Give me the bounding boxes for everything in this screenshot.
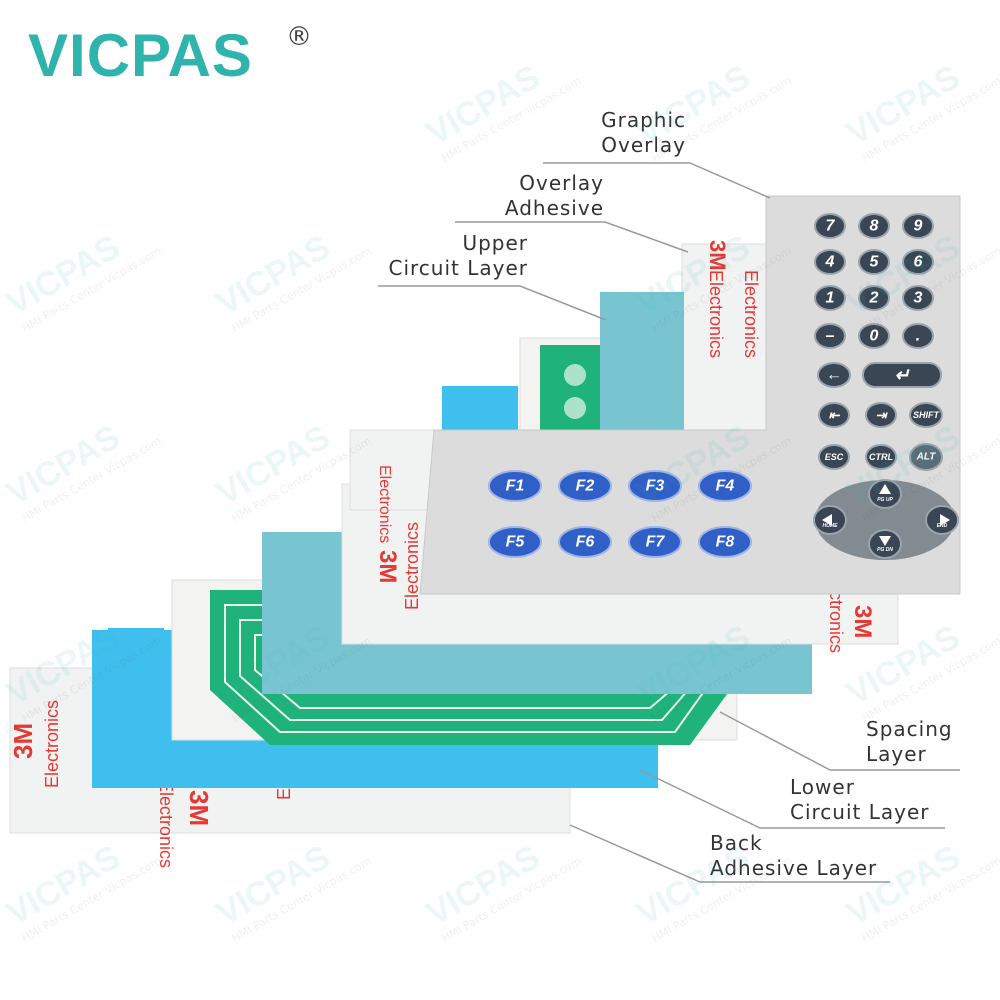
numeric-key bbox=[858, 323, 890, 349]
shift-key bbox=[909, 402, 943, 428]
numeric-key bbox=[858, 249, 890, 275]
numeric-key bbox=[814, 285, 846, 311]
function-key bbox=[488, 470, 542, 502]
back-tab-label: ⇤ bbox=[829, 408, 841, 423]
adhesive-text: Electronics bbox=[741, 270, 761, 358]
numeric-key bbox=[902, 323, 934, 349]
adhesive-text: Electronics bbox=[376, 465, 393, 543]
adhesive-text: Electronics bbox=[42, 700, 62, 788]
adhesive-text: Electronics bbox=[402, 522, 422, 610]
adhesive-text: Electronics bbox=[706, 270, 726, 358]
function-key bbox=[488, 526, 542, 558]
ctrl-label: CTRL bbox=[869, 452, 893, 462]
function-key-label: F5 bbox=[506, 534, 526, 551]
arrow-left-icon bbox=[822, 514, 832, 526]
ctrl-key bbox=[865, 444, 897, 470]
tab-key bbox=[865, 402, 897, 428]
numeric-key bbox=[814, 213, 846, 239]
function-key-label: F8 bbox=[716, 534, 735, 551]
leader-lines bbox=[378, 162, 960, 883]
numeric-key bbox=[902, 213, 934, 239]
adhesive-mark: 3M bbox=[184, 790, 214, 826]
numeric-key-label: 2 bbox=[869, 290, 879, 307]
registered-mark: ® bbox=[286, 22, 312, 52]
upper-circuit-tab bbox=[600, 292, 684, 432]
numeric-key bbox=[814, 323, 846, 349]
function-key bbox=[698, 526, 752, 558]
cursor-key-label: END bbox=[937, 523, 948, 529]
numeric-key-label: 4 bbox=[825, 254, 835, 271]
blue-tab bbox=[442, 386, 518, 434]
enter-key bbox=[862, 362, 942, 388]
numeric-key-label: 3 bbox=[914, 290, 923, 307]
function-key-label: F1 bbox=[506, 478, 525, 495]
function-key-label: F6 bbox=[576, 534, 595, 551]
brand-logo: VICPAS bbox=[28, 22, 253, 89]
function-key-label: F7 bbox=[646, 534, 666, 551]
function-key-label: F2 bbox=[576, 478, 595, 495]
adhesive-mark: 3M bbox=[8, 723, 38, 759]
numeric-key bbox=[902, 249, 934, 275]
function-key-label: F3 bbox=[646, 478, 665, 495]
numeric-key bbox=[858, 213, 890, 239]
function-key bbox=[558, 470, 612, 502]
numeric-key-label: 6 bbox=[914, 254, 923, 271]
arrow-right-icon bbox=[940, 514, 950, 526]
alt-label: ALT bbox=[916, 452, 937, 463]
back-tab-key bbox=[818, 402, 850, 428]
numeric-key bbox=[902, 285, 934, 311]
numeric-key-label: 9 bbox=[914, 218, 923, 235]
cursor-pad bbox=[815, 480, 955, 560]
cursor-key-label: HOME bbox=[823, 523, 839, 529]
numeric-key-label: 8 bbox=[870, 218, 879, 235]
esc-key bbox=[818, 444, 850, 470]
left-key-label: ← bbox=[826, 367, 842, 384]
left-key bbox=[817, 362, 851, 388]
numeric-key bbox=[858, 285, 890, 311]
function-key bbox=[628, 470, 682, 502]
arrow-down-icon bbox=[879, 536, 891, 546]
overlay-adhesive-sheet: 3M Electronics Electronics bbox=[681, 240, 779, 435]
cursor-key-label: PG UP bbox=[877, 497, 893, 503]
esc-label: ESC bbox=[825, 452, 844, 462]
adhesive-mark: 3M bbox=[374, 550, 401, 583]
arrow-up-icon bbox=[879, 484, 891, 494]
function-key-label: F4 bbox=[716, 478, 735, 495]
adhesive-text: Electronics bbox=[156, 780, 176, 868]
numeric-key-label: 7 bbox=[826, 218, 836, 235]
numeric-key-label: 0 bbox=[870, 328, 879, 345]
function-key bbox=[558, 526, 612, 558]
enter-key-label: ↵ bbox=[894, 365, 910, 385]
adhesive-mark: 3M bbox=[705, 240, 730, 271]
alt-key bbox=[909, 443, 943, 471]
numeric-key-label: 1 bbox=[826, 290, 835, 307]
numeric-key-label: – bbox=[826, 328, 835, 345]
numeric-key bbox=[814, 249, 846, 275]
numeric-key-label: . bbox=[916, 328, 920, 345]
keypad-keys: 7 8 9 4 5 6 1 2 3 – 0. ← ↵ ⇤ ⇥ SHIFT ESC CTRL ALT PG UP PG D… bbox=[488, 213, 959, 560]
numeric-key-label: 5 bbox=[870, 254, 880, 271]
tab-label: ⇥ bbox=[876, 408, 889, 423]
function-key bbox=[628, 526, 682, 558]
function-key bbox=[698, 470, 752, 502]
shift-label: SHIFT bbox=[913, 410, 941, 420]
adhesive-mark: 3M bbox=[849, 605, 876, 638]
cursor-key-label: PG DN bbox=[877, 547, 893, 553]
